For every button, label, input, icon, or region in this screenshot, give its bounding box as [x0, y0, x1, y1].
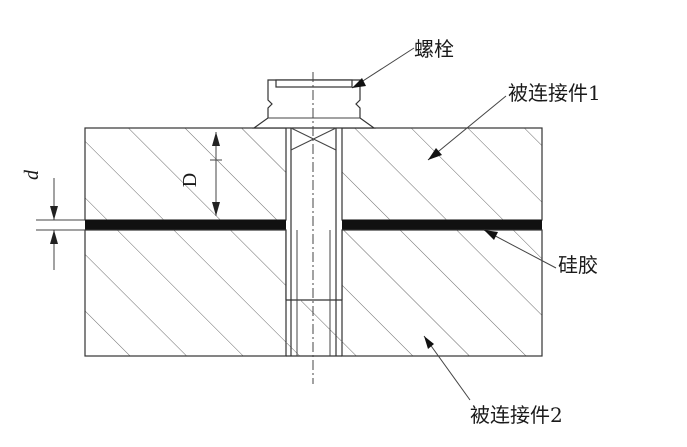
label-bolt: 螺栓 — [414, 37, 454, 61]
lower-plate-right — [341, 229, 543, 357]
bolt — [252, 72, 376, 384]
leader-part2 — [423, 335, 471, 401]
lower-plate-left — [84, 229, 287, 357]
label-part1: 被连接件1 — [508, 81, 601, 105]
label-part2: 被连接件2 — [470, 403, 563, 427]
dimension-D — [210, 132, 222, 216]
leader-bolt — [351, 47, 415, 89]
label-silicone: 硅胶 — [558, 253, 598, 277]
leader-silicone — [483, 229, 557, 269]
upper-plate-right — [341, 127, 543, 221]
silicone-layer-right — [342, 220, 542, 230]
silicone-layer-left — [85, 220, 286, 230]
dimension-d-label: d — [21, 169, 43, 180]
upper-plate-left — [84, 127, 287, 221]
dimension-D-label: D — [179, 173, 201, 187]
leader-part1 — [427, 95, 507, 161]
threaded-hole — [285, 230, 343, 356]
dimension-d — [36, 178, 85, 270]
